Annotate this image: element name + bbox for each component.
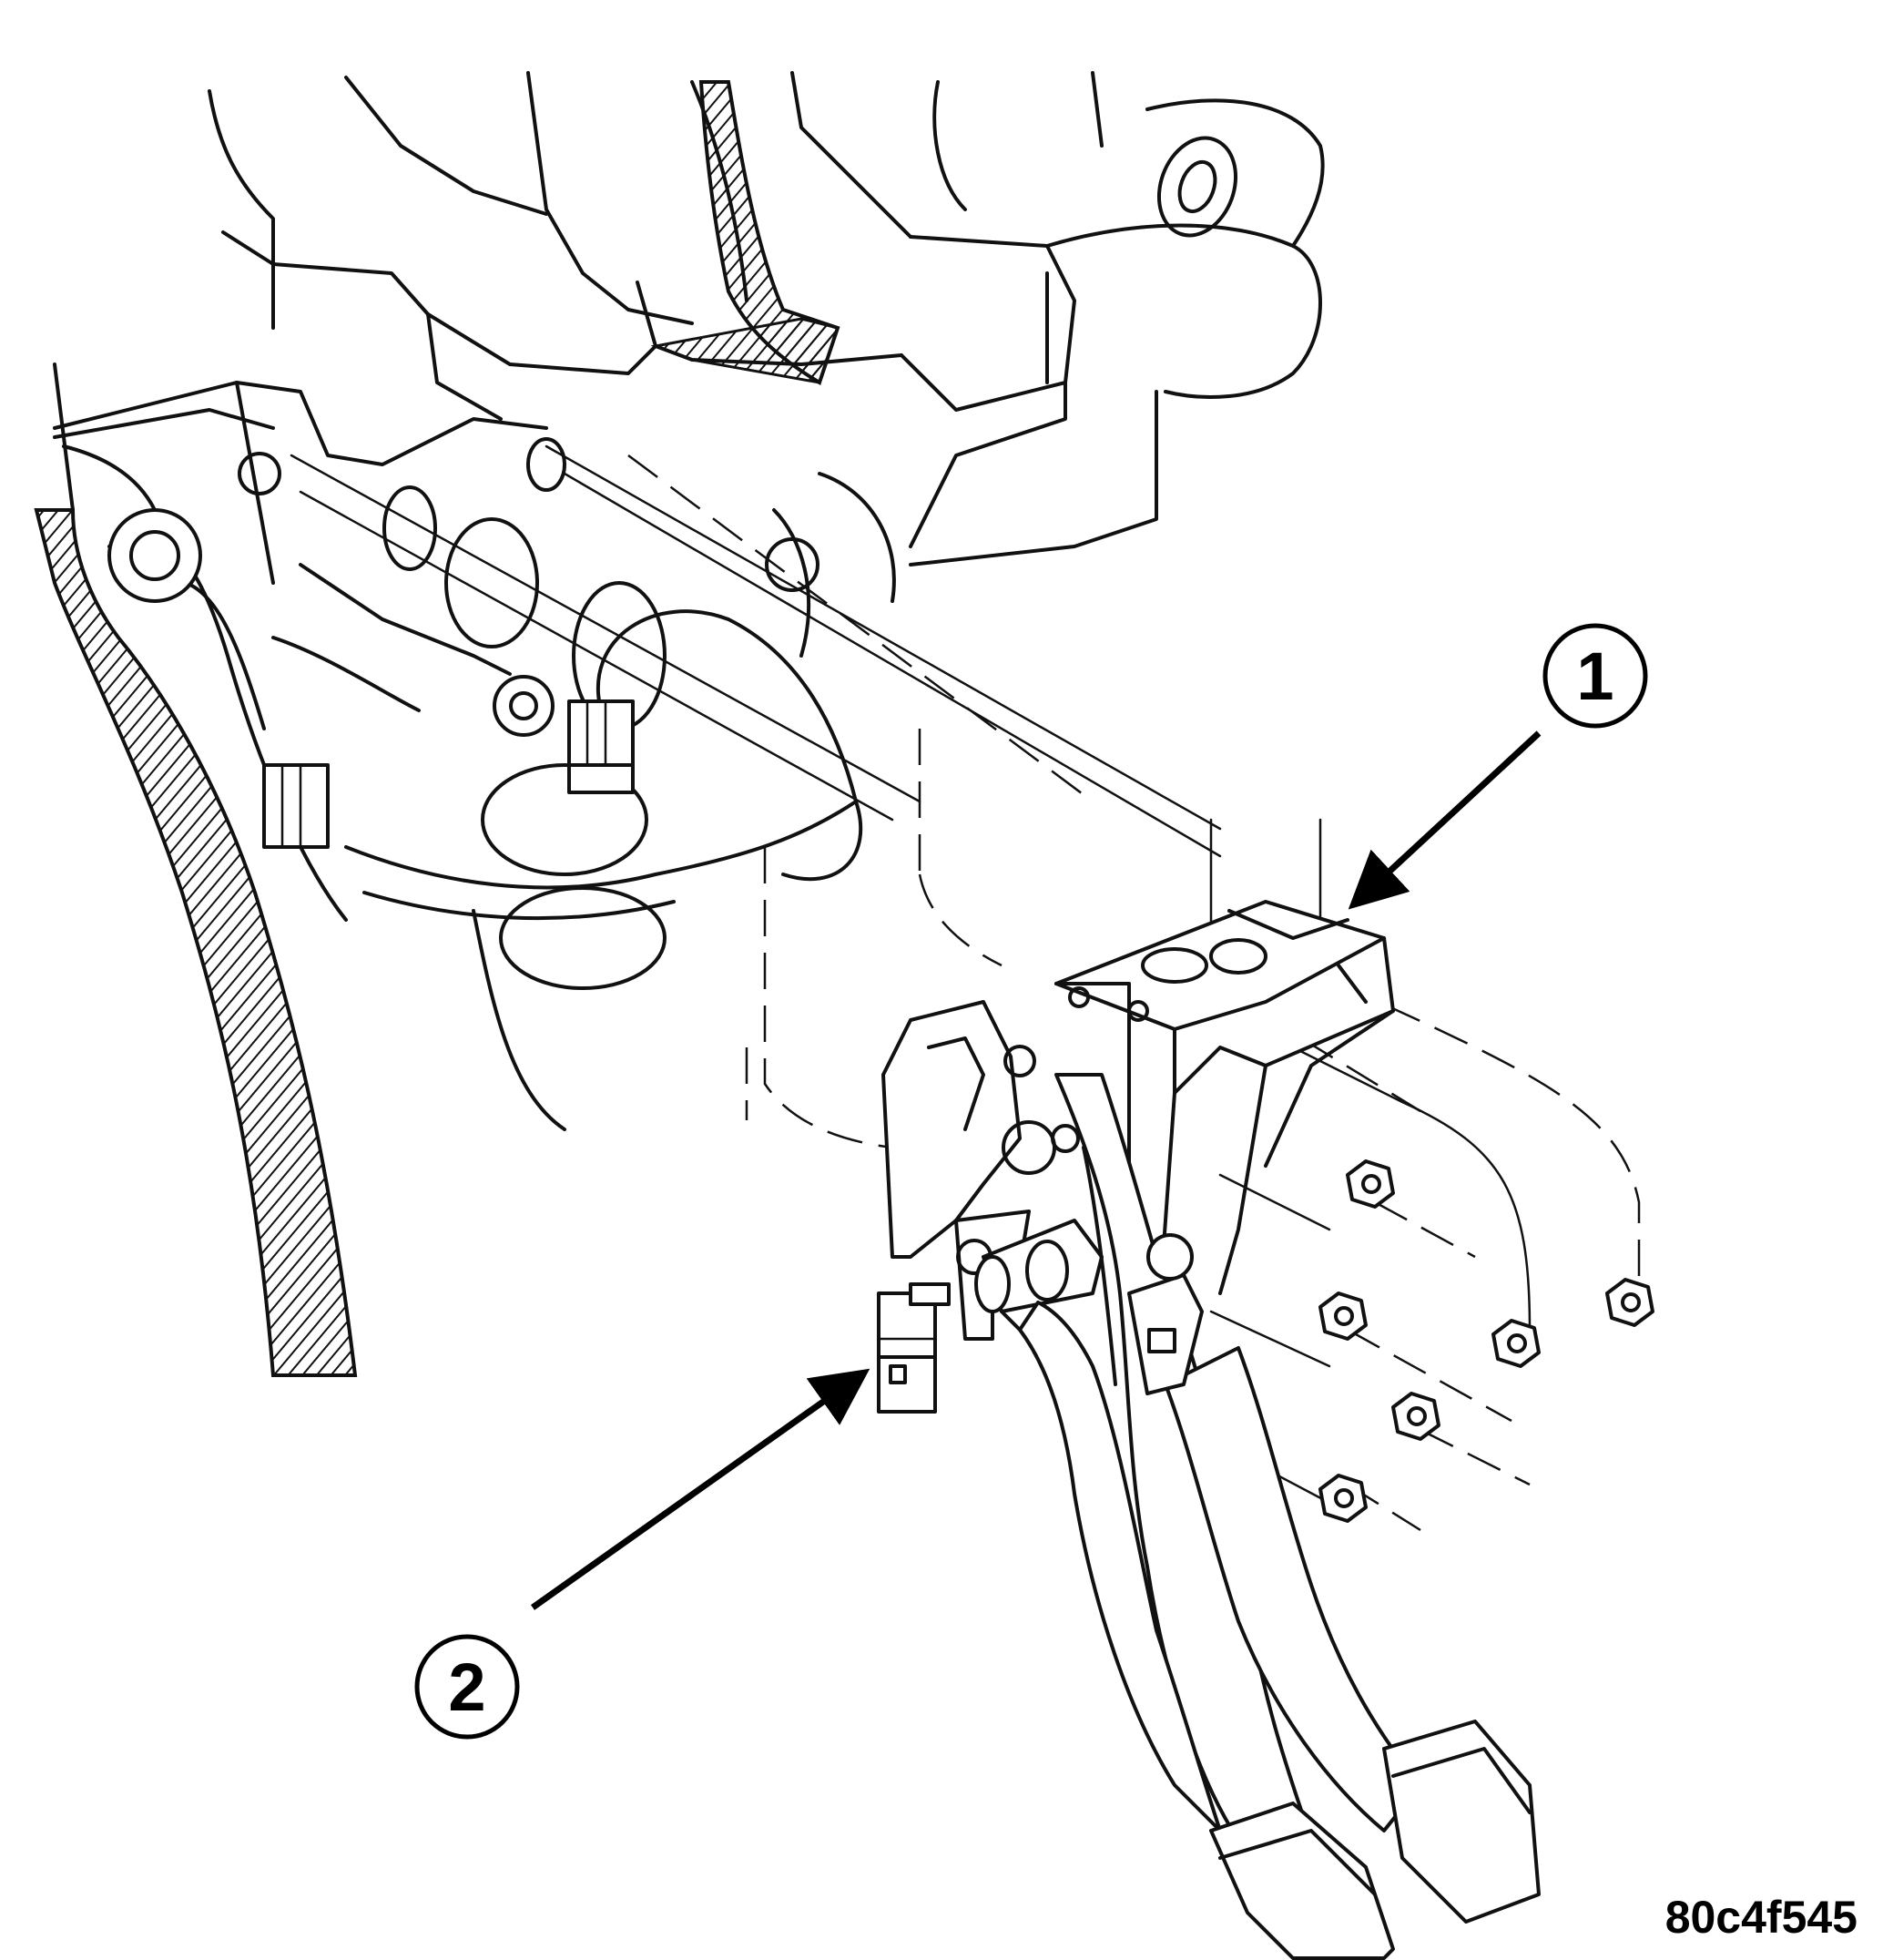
nut-icon bbox=[1391, 1392, 1440, 1441]
harness-connector-upper bbox=[567, 699, 635, 794]
kick-panel bbox=[34, 362, 358, 1377]
callout-2: 2 bbox=[414, 1634, 520, 1740]
pedals bbox=[1018, 1073, 1422, 1878]
arrow-icon bbox=[1348, 730, 1542, 910]
nut-icon bbox=[1318, 1474, 1368, 1523]
column-section bbox=[650, 80, 840, 385]
callout-1-label: 1 bbox=[1576, 638, 1613, 714]
pedal-pads bbox=[1209, 1720, 1541, 1960]
figure-id: 80c4f545 bbox=[1664, 1892, 1858, 1943]
wire-harness bbox=[107, 508, 863, 1131]
switch-connector bbox=[877, 1282, 951, 1414]
nut-icon bbox=[1605, 1278, 1654, 1327]
callout-2-label: 2 bbox=[448, 1649, 485, 1725]
nut-icon bbox=[1318, 1291, 1368, 1341]
mounting-nuts bbox=[1318, 1159, 1654, 1523]
dash-panel bbox=[208, 71, 1325, 567]
nut-icon bbox=[1346, 1159, 1395, 1209]
alignment-guides bbox=[290, 444, 1641, 1532]
harness-connector-left bbox=[262, 763, 330, 849]
nut-icon bbox=[1491, 1319, 1541, 1368]
mounting-bracket bbox=[53, 381, 896, 730]
arrow-icon bbox=[530, 1368, 870, 1610]
callout-1: 1 bbox=[1542, 623, 1648, 729]
